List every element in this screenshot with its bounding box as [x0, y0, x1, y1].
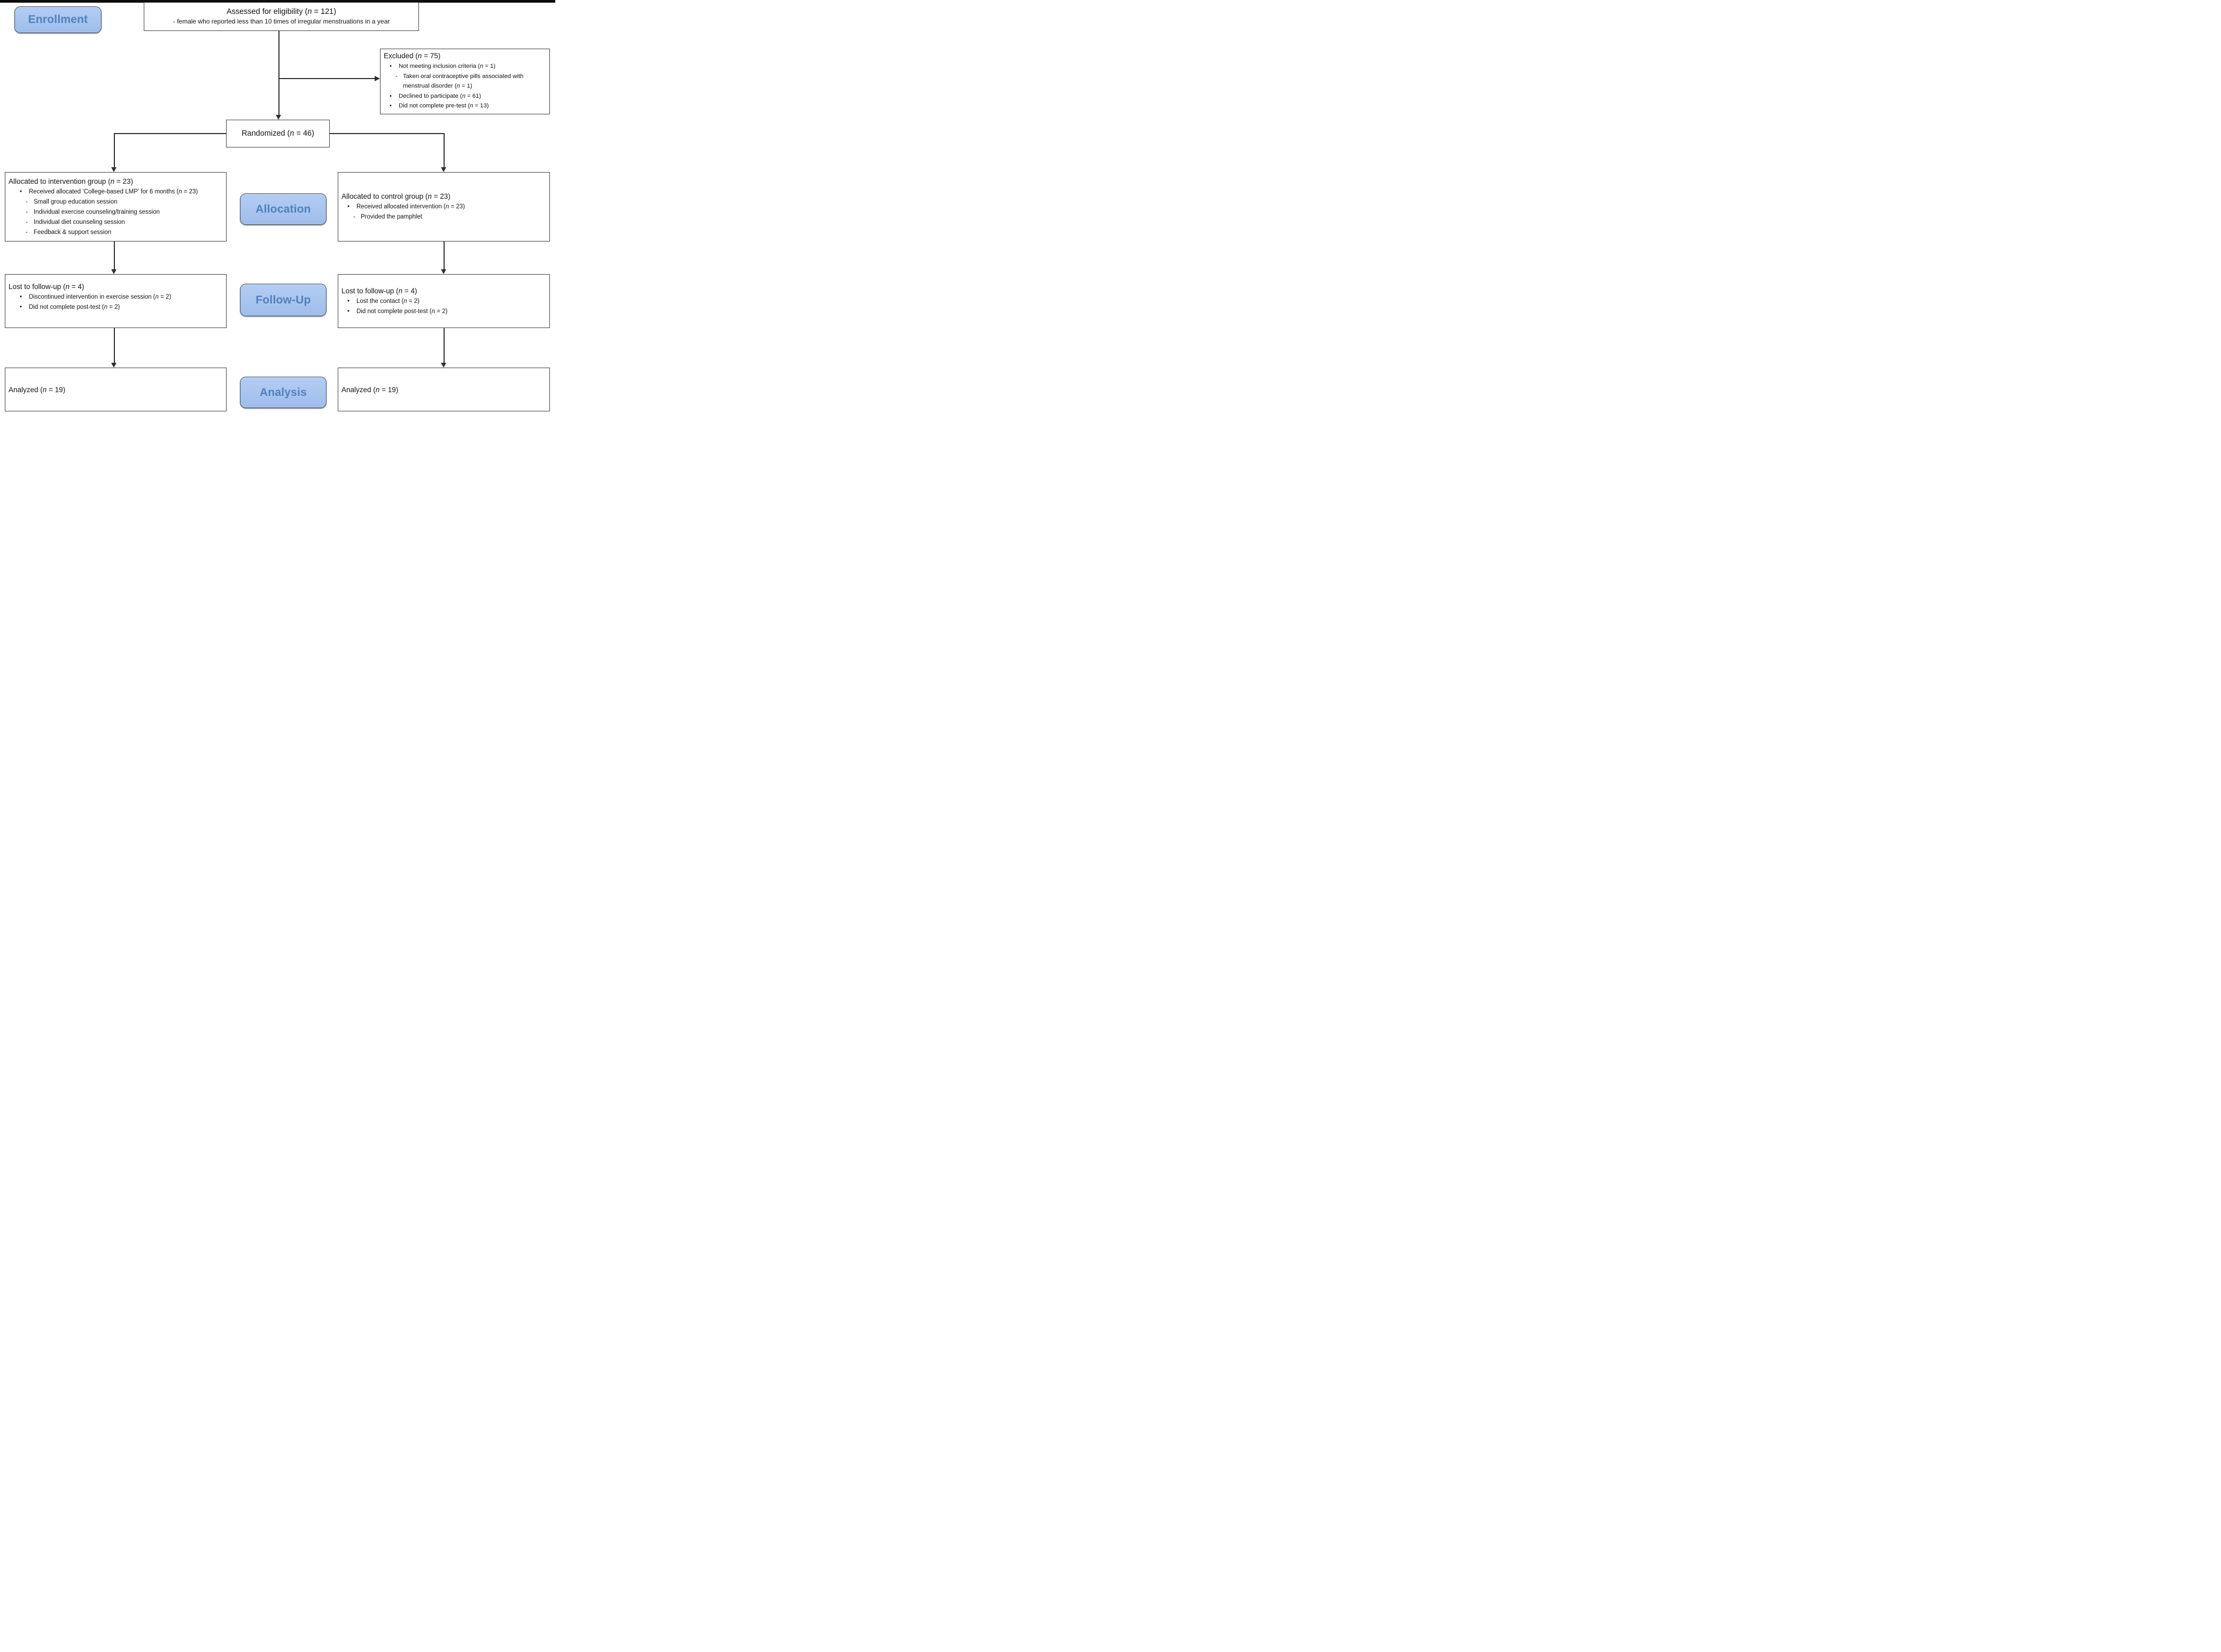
dash-marker: -	[26, 229, 28, 236]
stage-label-enrollment: Enrollment	[14, 6, 102, 33]
bullet-marker: •	[347, 298, 350, 305]
randomized-title: Randomized (n = 46)	[242, 129, 314, 138]
list-item-text: Did not complete post-test (n = 2)	[29, 304, 120, 310]
list-item-text: Discontinued intervention in exercise se…	[29, 294, 172, 300]
analyzed-control-box: Analyzed (n = 19)	[338, 368, 550, 411]
arrowhead-into-analyzed-control	[441, 363, 446, 368]
list-item: • Did not complete post-test (n = 2)	[338, 307, 549, 317]
list-item-text: Received allocated intervention (n = 23)	[356, 204, 465, 210]
stage-label-analysis: Analysis	[240, 377, 327, 408]
lost-followup-control-box: Lost to follow-up (n = 4) • Lost the cont…	[338, 274, 550, 328]
list-item-text: Received allocated ‘College-based LMP’ f…	[29, 189, 198, 195]
stage-label-allocation-text: Allocation	[255, 202, 311, 215]
stage-label-allocation: Allocation	[240, 193, 327, 225]
dash-marker: -	[26, 199, 28, 205]
list-item: -Feedback & support session	[5, 228, 226, 238]
intervention-list: • Received allocated ‘College-based LMP’ …	[5, 187, 226, 238]
list-item-text: Declined to participate (n = 61)	[399, 92, 482, 99]
arrowhead-into-lost-intervention	[111, 269, 117, 274]
list-item-text: Did not complete post-test (n = 2)	[356, 308, 448, 315]
arrowhead-into-lost-control	[441, 269, 446, 274]
dash-marker: -	[395, 73, 398, 80]
list-item: • Not meeting inclusion criteria (n = 1)	[380, 61, 549, 72]
list-item: • Declined to participate (n = 61)	[380, 91, 549, 102]
randomized-box: Randomized (n = 46)	[226, 120, 330, 147]
list-item: • Did not complete pre-test (n = 13)	[380, 101, 549, 111]
list-item: • Received allocated intervention (n = 23…	[338, 202, 549, 212]
list-item-text: Taken oral contraceptive pills associate…	[403, 73, 524, 90]
analyzed-intervention-title: Analyzed (n = 19)	[9, 385, 66, 394]
arrowhead-into-analyzed-intervention	[111, 363, 117, 368]
bullet-marker: •	[20, 294, 22, 300]
arrowhead-into-intervention	[111, 167, 117, 172]
list-item: • Received allocated ‘College-based LMP’ …	[5, 187, 226, 197]
list-item-text: Feedback & support session	[34, 229, 112, 236]
analyzed-intervention-box: Analyzed (n = 19)	[5, 368, 227, 411]
bullet-marker: •	[20, 189, 22, 195]
arrowhead-into-control	[441, 167, 446, 172]
connector-followup-to-analysis-left	[114, 328, 115, 363]
arrowhead-into-randomized	[276, 115, 281, 120]
list-item-text: Not meeting inclusion criteria (n = 1)	[399, 63, 496, 69]
list-item-text: Individual diet counseling session	[34, 219, 125, 225]
connector-drop-to-control	[444, 133, 445, 167]
assessed-subtitle: - female who reported less than 10 times…	[173, 18, 390, 25]
bullet-marker: •	[347, 204, 350, 210]
list-item: -Individual exercise counseling/training…	[5, 207, 226, 217]
list-item-text: Individual exercise counseling/training …	[34, 209, 160, 215]
analyzed-control-title: Analyzed (n = 19)	[341, 385, 399, 394]
control-allocation-box: Allocated to control group (n = 23) • Rec…	[338, 172, 550, 241]
stage-label-followup: Follow-Up	[240, 284, 327, 316]
list-item: • Did not complete post-test (n = 2)	[5, 302, 226, 313]
bullet-marker: •	[20, 304, 22, 310]
assessed-title: Assessed for eligibility (n = 121)	[226, 7, 337, 16]
dash-marker: -	[26, 209, 28, 215]
lost-intervention-list: • Discontinued intervention in exercise s…	[5, 292, 226, 313]
list-item: -Provided the pamphlet	[338, 212, 549, 222]
control-title: Allocated to control group (n = 23)	[341, 192, 451, 200]
excluded-box: Excluded (n = 75) • Not meeting inclusion…	[380, 49, 550, 114]
dash-marker: -	[353, 214, 355, 220]
bullet-marker: •	[347, 308, 350, 315]
arrowhead-into-excluded	[375, 75, 380, 81]
list-item: • Discontinued intervention in exercise s…	[5, 292, 226, 302]
list-item: -Individual diet counseling session	[5, 217, 226, 228]
stage-label-followup-text: Follow-Up	[255, 293, 311, 306]
dash-marker: -	[26, 219, 28, 225]
bullet-marker: •	[390, 63, 392, 69]
intervention-title: Allocated to intervention group (n = 23)	[9, 177, 134, 185]
stage-label-analysis-text: Analysis	[260, 386, 307, 399]
assessed-eligibility-box: Assessed for eligibility (n = 121) - fem…	[144, 2, 419, 31]
lost-control-title: Lost to follow-up (n = 4)	[341, 286, 417, 295]
list-item: • Lost the contact (n = 2)	[338, 297, 549, 307]
intervention-allocation-box: Allocated to intervention group (n = 23)…	[5, 172, 227, 241]
connector-control-to-followup	[444, 241, 445, 269]
list-item-text: Did not complete pre-test (n = 13)	[399, 103, 489, 109]
list-item-text: Small group education session	[34, 199, 118, 205]
connector-assessed-to-randomized-line	[278, 31, 279, 115]
stage-label-enrollment-text: Enrollment	[28, 13, 88, 26]
connector-followup-to-analysis-right	[444, 328, 445, 363]
connector-randomized-left-branch	[114, 133, 226, 134]
bullet-marker: •	[390, 103, 392, 109]
connector-to-excluded-line	[278, 78, 375, 79]
lost-followup-intervention-box: Lost to follow-up (n = 4) • Discontinued …	[5, 274, 227, 328]
list-item: -Taken oral contraceptive pills associat…	[380, 72, 549, 91]
list-item-text: Lost the contact (n = 2)	[356, 298, 420, 305]
consort-flow-diagram: Enrollment Allocation Follow-Up Analysis…	[0, 0, 555, 413]
connector-randomized-right-branch	[330, 133, 444, 134]
connector-drop-to-intervention	[114, 133, 115, 167]
list-item: -Small group education session	[5, 197, 226, 207]
excluded-list: •Not meeting inclusion criteria (n = 1)-…	[380, 61, 549, 111]
excluded-title: Excluded (n = 75)	[384, 52, 441, 60]
top-border-bar	[0, 0, 555, 3]
connector-intervention-to-followup	[114, 241, 115, 269]
lost-intervention-title: Lost to follow-up (n = 4)	[9, 283, 84, 291]
list-item-text: Provided the pamphlet	[361, 214, 423, 220]
lost-control-list: • Lost the contact (n = 2) • Did not comple…	[338, 297, 549, 317]
bullet-marker: •	[390, 92, 392, 99]
control-list: • Received allocated intervention (n = 23…	[338, 202, 549, 222]
